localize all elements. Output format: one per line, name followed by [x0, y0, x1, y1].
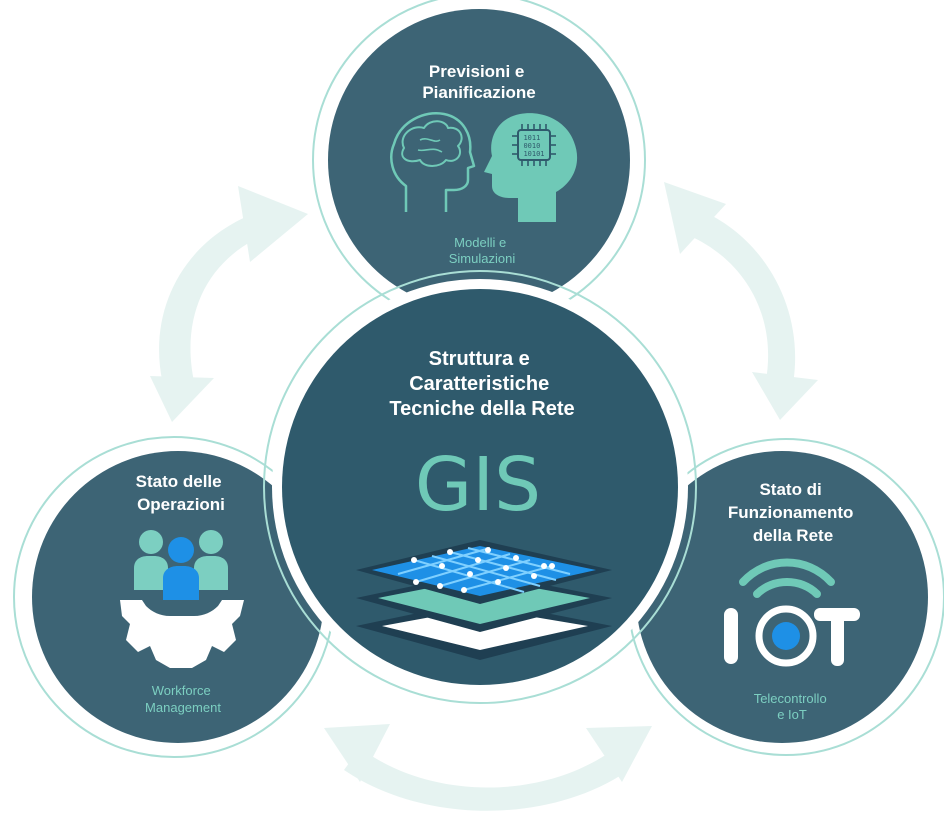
ai-chip-head-icon: 1011 0010 10101: [484, 113, 578, 222]
brain-head-icon: [390, 112, 476, 212]
arrow-left-to-top: [150, 186, 308, 422]
cycle-arrows: [150, 182, 818, 811]
center-title: Struttura e Caratteristiche Tecniche del…: [389, 348, 574, 420]
left-node: Stato delle Operazioni Workforce Managem…: [13, 436, 335, 758]
right-node: Stato di Funzionamento della Rete Teleco…: [627, 438, 944, 756]
iot-logo-icon: [724, 605, 860, 667]
center-outer-ring: [263, 270, 697, 704]
right-circle: [636, 451, 928, 743]
team-gear-icon: [120, 530, 244, 668]
top-title: Previsioni e Pianificazione: [422, 62, 535, 102]
left-title: Stato delle Operazioni: [136, 472, 227, 514]
left-subtitle: Workforce Management: [145, 683, 221, 715]
center-circle: [282, 289, 678, 685]
right-subtitle: Telecontrollo e IoT: [754, 691, 831, 722]
right-title: Stato di Funzionamento della Rete: [728, 480, 858, 545]
arrow-top-to-right: [664, 182, 818, 420]
chip-binary-text: 1011 0010 10101: [523, 134, 544, 158]
gis-logo-text: GIS: [415, 442, 541, 528]
top-node: Previsioni e Pianificazione 1011 0010 10…: [312, 0, 646, 327]
top-circle: [328, 9, 630, 311]
center-node: Struttura e Caratteristiche Tecniche del…: [263, 270, 697, 704]
gis-layers-icon: [356, 540, 612, 660]
top-subtitle: Modelli e Simulazioni: [449, 235, 516, 266]
wifi-icon: [739, 558, 835, 598]
arrow-right-to-left: [324, 724, 652, 811]
